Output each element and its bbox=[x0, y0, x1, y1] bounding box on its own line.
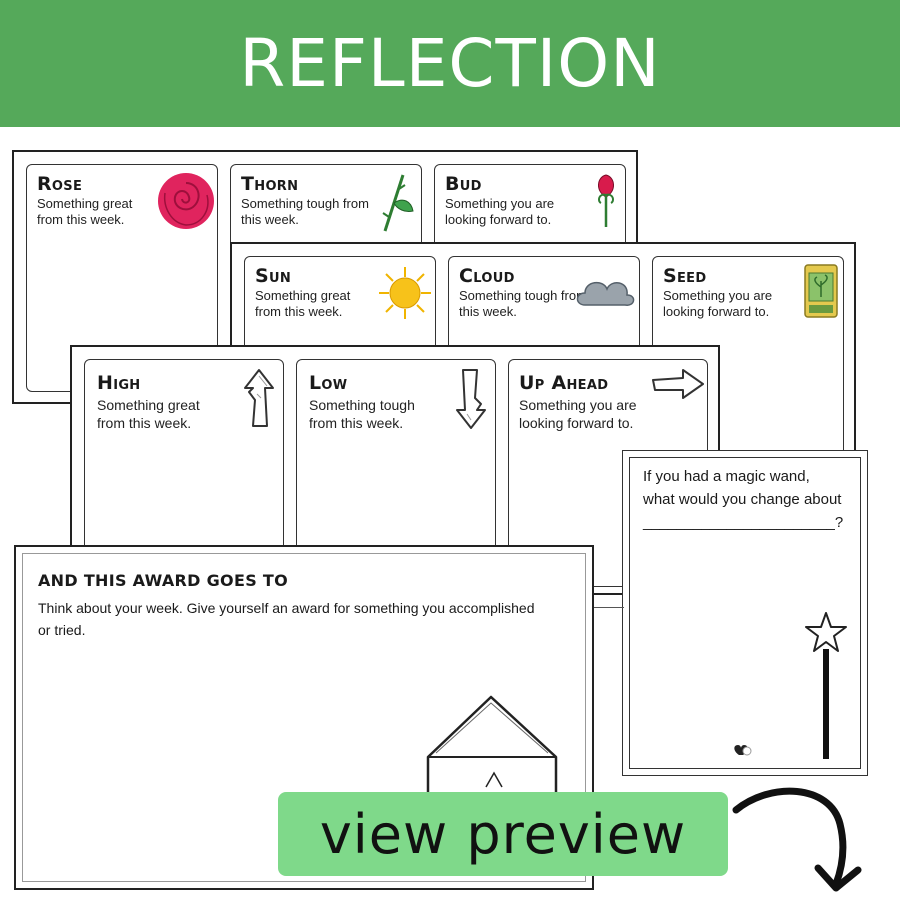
arrow-right-icon bbox=[652, 369, 704, 399]
wand-prompt: If you had a magic wand, what would you … bbox=[643, 468, 844, 531]
curved-arrow-icon bbox=[732, 787, 862, 892]
rose-icon bbox=[158, 173, 214, 229]
award-title: AND THIS AWARD GOES TO bbox=[38, 571, 288, 590]
cloud-icon bbox=[576, 281, 635, 306]
card-description: Something tough from this week. bbox=[309, 397, 415, 431]
card-description: Something great from this week. bbox=[37, 196, 133, 227]
card-title: Up Ahead bbox=[519, 372, 609, 394]
card-title: Thorn bbox=[241, 173, 299, 195]
high-low-upahead-sheet: High Something great from this week. Low… bbox=[70, 345, 720, 595]
card-title: Low bbox=[309, 372, 348, 394]
card-title: Sun bbox=[255, 265, 292, 287]
card-title: High bbox=[97, 372, 141, 394]
card-description: Something you are looking forward to. bbox=[663, 288, 773, 319]
arrow-down-icon bbox=[456, 369, 486, 429]
view-preview-button[interactable]: view preview bbox=[278, 792, 728, 876]
card-description: Something tough from this week. bbox=[241, 196, 369, 227]
card-description: Something you are looking forward to. bbox=[519, 397, 637, 431]
divider-line bbox=[590, 607, 624, 608]
award-description: Think about your week. Give yourself an … bbox=[38, 600, 535, 638]
sheet-inner-border bbox=[22, 553, 586, 882]
card-title: Cloud bbox=[459, 265, 515, 287]
view-preview-label: view preview bbox=[319, 802, 687, 866]
card-title: Bud bbox=[445, 173, 482, 195]
card-description: Something tough from this week. bbox=[459, 288, 587, 319]
sun-icon bbox=[379, 267, 431, 319]
rosebud-icon bbox=[597, 174, 615, 227]
card-title: Seed bbox=[663, 265, 707, 287]
seed-packet-icon bbox=[804, 264, 838, 318]
arrow-up-icon bbox=[244, 369, 274, 427]
thorn-stem-icon bbox=[382, 174, 414, 232]
card-description: Something great from this week. bbox=[97, 397, 200, 431]
card-title: Rose bbox=[37, 173, 83, 195]
magic-wand-card: If you had a magic wand, what would you … bbox=[622, 450, 868, 776]
card-description: Something you are looking forward to. bbox=[445, 196, 555, 227]
card-inner-border bbox=[629, 457, 861, 769]
page-title: REFLECTION bbox=[239, 25, 661, 102]
award-envelope-icon bbox=[426, 695, 558, 797]
magic-wand-icon bbox=[805, 612, 847, 759]
header-banner: REFLECTION bbox=[0, 0, 900, 127]
card-description: Something great from this week. bbox=[255, 288, 351, 319]
heart-icon bbox=[734, 745, 752, 756]
